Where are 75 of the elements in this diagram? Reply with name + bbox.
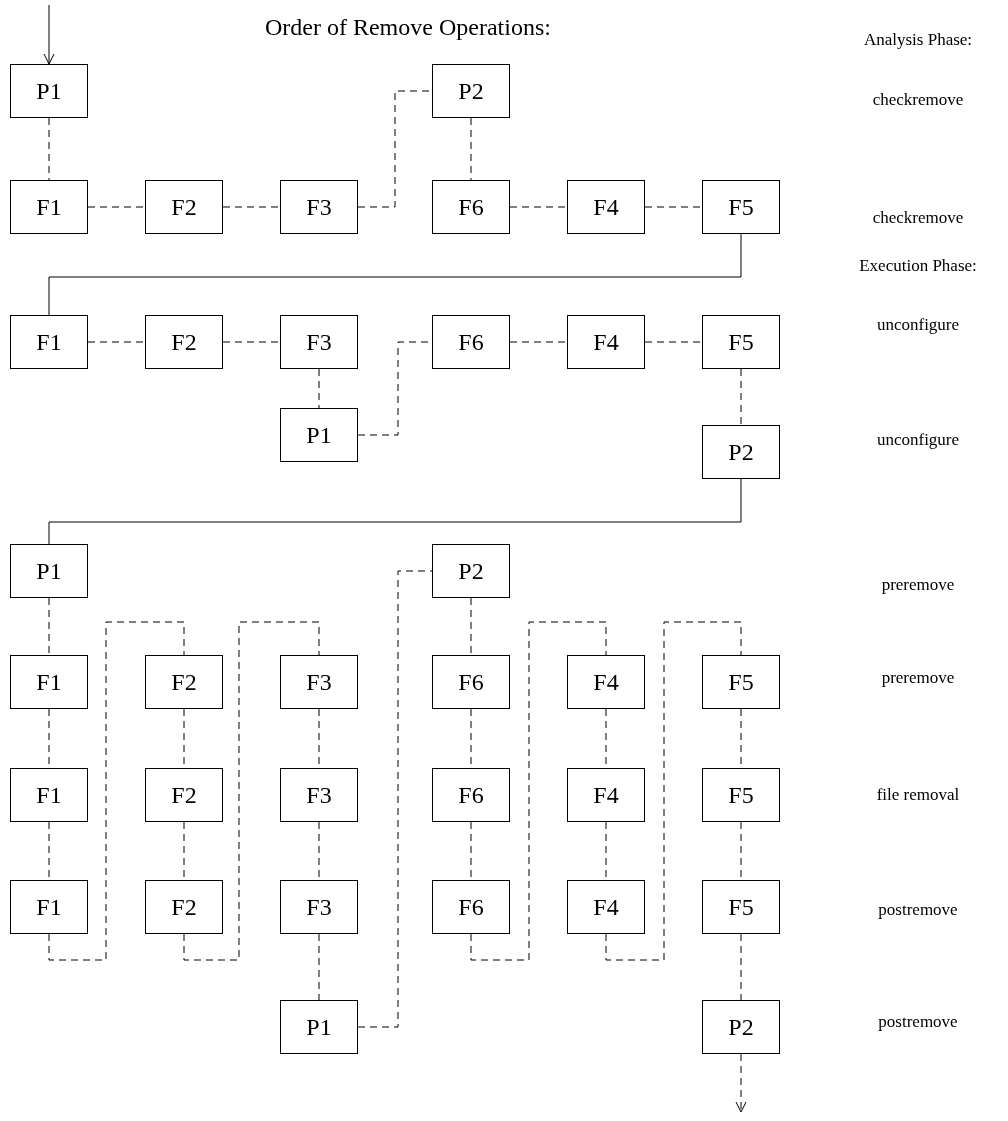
connector-line (644, 341, 703, 343)
process-box: F2 (145, 315, 223, 369)
phase-label: Analysis Phase: (863, 30, 973, 50)
process-box: F5 (702, 768, 780, 822)
process-box: F4 (567, 768, 645, 822)
process-box: F2 (145, 768, 223, 822)
process-box: P2 (432, 544, 510, 598)
connector-line (470, 117, 472, 181)
process-box: F3 (280, 880, 358, 934)
phase-label: preremove (881, 575, 955, 595)
process-box: F3 (280, 655, 358, 709)
process-box: F6 (432, 880, 510, 934)
connector-line (605, 621, 742, 961)
process-box: F1 (10, 315, 88, 369)
connector-line (470, 621, 607, 961)
process-box: F2 (145, 180, 223, 234)
connector-line (87, 206, 146, 208)
process-box: F4 (567, 655, 645, 709)
connector-line (48, 233, 742, 316)
process-box: P2 (702, 425, 780, 479)
phase-label: unconfigure (876, 430, 960, 450)
process-box: P1 (280, 1000, 358, 1054)
process-box: F3 (280, 768, 358, 822)
process-box: F1 (10, 880, 88, 934)
process-box: F3 (280, 315, 358, 369)
process-box: F4 (567, 180, 645, 234)
process-box: P2 (432, 64, 510, 118)
phase-label: Execution Phase: (859, 256, 977, 276)
connector-line (740, 933, 742, 1001)
process-box: F4 (567, 880, 645, 934)
connector-line (470, 597, 472, 656)
connector-line (644, 206, 703, 208)
phase-label: postremove (878, 1012, 958, 1032)
connector-line (357, 570, 433, 1028)
process-box: P1 (10, 544, 88, 598)
connector-line (222, 206, 281, 208)
process-box: F6 (432, 655, 510, 709)
process-box: F1 (10, 768, 88, 822)
connector-line (183, 621, 320, 961)
connector-line (48, 597, 50, 656)
process-box: F6 (432, 315, 510, 369)
connector-line (48, 621, 185, 961)
process-box: P1 (10, 64, 88, 118)
arrow (735, 1053, 747, 1113)
process-box: F3 (280, 180, 358, 234)
process-box: F6 (432, 768, 510, 822)
process-box: P1 (280, 408, 358, 462)
connector-line (318, 368, 320, 409)
process-box: F6 (432, 180, 510, 234)
process-box: F2 (145, 655, 223, 709)
arrow (43, 4, 55, 65)
phase-label: preremove (881, 668, 955, 688)
connector-line (48, 117, 50, 181)
connector-line (48, 478, 742, 545)
connector-line (222, 341, 281, 343)
process-box: F1 (10, 655, 88, 709)
process-box: P2 (702, 1000, 780, 1054)
process-box: F4 (567, 315, 645, 369)
process-box: F2 (145, 880, 223, 934)
process-box: F5 (702, 315, 780, 369)
phase-label: checkremove (872, 208, 964, 228)
connector-line (509, 341, 568, 343)
phase-label: checkremove (872, 90, 964, 110)
diagram-title: Order of Remove Operations: (265, 14, 551, 41)
connector-line (87, 341, 146, 343)
process-box: F5 (702, 880, 780, 934)
process-box: F5 (702, 655, 780, 709)
phase-label: unconfigure (876, 315, 960, 335)
process-box: F1 (10, 180, 88, 234)
phase-label: file removal (876, 785, 960, 805)
process-box: F5 (702, 180, 780, 234)
connector-line (509, 206, 568, 208)
connector-line (318, 933, 320, 1001)
phase-label: postremove (878, 900, 958, 920)
connector-line (740, 368, 742, 426)
